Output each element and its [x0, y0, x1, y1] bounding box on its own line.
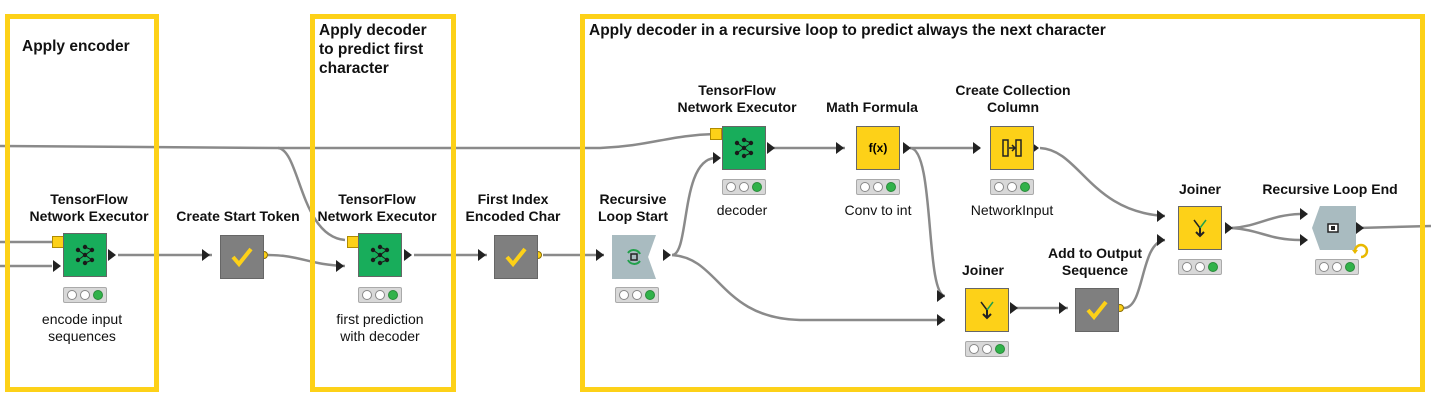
node-label: Conv to int	[844, 202, 912, 218]
annotation-title: Apply decoder in a recursive loop to pre…	[589, 22, 1106, 39]
math-formula-node[interactable]: f(x)	[856, 126, 900, 170]
connection-math-to-joiner	[909, 146, 946, 298]
connection-end-out	[1357, 224, 1431, 230]
node-status	[358, 287, 402, 303]
tensorflow-executor-encoder-node[interactable]	[63, 233, 107, 277]
annotation-recursive-loop: Apply decoder in a recursive loop to pre…	[580, 14, 1425, 392]
node-status	[63, 287, 107, 303]
annotation-title: Apply encoder	[22, 38, 130, 55]
network-icon	[75, 244, 95, 266]
joiner-icon	[980, 301, 994, 320]
connection-token-to-tf	[267, 253, 346, 268]
checkmark-icon	[1086, 300, 1108, 321]
create-start-token-node[interactable]	[220, 235, 264, 279]
joiner-right-node[interactable]	[1178, 206, 1222, 250]
node-title: Recursive Loop Start	[598, 191, 668, 224]
input-port-network[interactable]	[710, 128, 722, 140]
node-label: NetworkInput	[970, 202, 1054, 218]
joiner-bottom-node[interactable]	[965, 288, 1009, 332]
connection-top-line	[0, 144, 346, 242]
loop-start-icon	[627, 249, 641, 265]
loop-end-icon	[1327, 223, 1339, 233]
network-icon	[734, 137, 754, 159]
create-collection-column-node[interactable]	[990, 126, 1034, 170]
annotation-apply-encoder: Apply encoder	[5, 14, 159, 392]
node-title: Recursive Loop End	[1262, 181, 1398, 197]
network-icon	[370, 244, 390, 266]
node-label: decoder	[716, 202, 768, 218]
node-status	[856, 179, 900, 195]
node-status	[965, 341, 1009, 357]
node-title: Joiner	[961, 262, 1005, 278]
connection-joiner-to-end2	[1231, 226, 1301, 242]
joiner-icon	[1193, 219, 1207, 238]
node-title: TensorFlow Network Executor	[29, 191, 149, 224]
node-title: First Index Encoded Char	[465, 191, 561, 224]
node-status	[615, 287, 659, 303]
annotation-apply-decoder-first: Apply decoder to predict first character	[310, 14, 456, 392]
loop-refresh-icon	[1352, 243, 1369, 259]
connection-collection-to-joiner	[1039, 146, 1166, 218]
fx-icon: f(x)	[868, 141, 888, 155]
node-label: first prediction with decoder	[336, 311, 424, 344]
node-title: TensorFlow Network Executor	[677, 82, 797, 115]
first-index-encoded-char-node[interactable]	[494, 235, 538, 279]
node-title: Joiner	[1178, 181, 1222, 197]
connection-joiner-to-end1	[1231, 212, 1301, 230]
node-status	[722, 179, 766, 195]
node-title: Math Formula	[826, 99, 918, 115]
add-to-output-sequence-node[interactable]	[1075, 288, 1119, 332]
connection-loop-to-decoder	[671, 156, 716, 257]
node-status	[1315, 259, 1359, 275]
node-title: Create Collection Column	[955, 82, 1071, 115]
tensorflow-executor-first-node[interactable]	[358, 233, 402, 277]
checkmark-icon	[505, 247, 527, 268]
checkmark-icon	[231, 247, 253, 268]
node-title: TensorFlow Network Executor	[317, 191, 437, 224]
tensorflow-executor-decoder-node[interactable]	[722, 126, 766, 170]
connection-top-to-decoder	[278, 132, 716, 150]
node-status	[1178, 259, 1222, 275]
node-status	[990, 179, 1034, 195]
recursive-loop-end-node[interactable]	[1312, 206, 1356, 250]
node-title: Create Start Token	[176, 208, 300, 224]
connection-loop-to-joiner	[671, 253, 945, 322]
node-label: encode input sequences	[41, 311, 123, 344]
node-title: Add to Output Sequence	[1047, 245, 1143, 278]
annotation-title: Apply decoder to predict first character	[319, 22, 427, 77]
collection-icon	[1002, 139, 1022, 157]
